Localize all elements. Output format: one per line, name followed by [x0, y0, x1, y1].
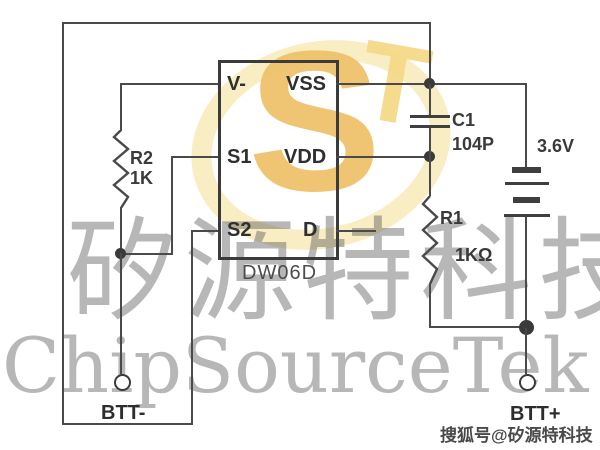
pin-label-vdd: VDD	[284, 146, 327, 168]
label-r2-value: 1K	[130, 168, 154, 188]
sohu-badge-watermark: 搜狐号@矽源特科技	[440, 426, 593, 445]
chip-name: DW06D	[242, 262, 318, 284]
terminal-circle-btt-minus	[114, 374, 131, 391]
wire-s2-riser	[191, 230, 193, 425]
label-btt-plus: BTT+	[510, 403, 561, 425]
wire-r1-top-lead	[429, 157, 431, 196]
pin-label-vss: VSS	[286, 73, 327, 95]
wire-r1-bottom-lead	[429, 284, 431, 328]
label-r2-ref: R2	[130, 148, 154, 168]
wire-s1-to-r2	[121, 253, 173, 255]
wire-s1	[171, 156, 218, 158]
wire-d-stub	[336, 230, 376, 232]
battery-plate-long-2	[504, 214, 550, 217]
wire-vminus	[121, 83, 218, 85]
wire-r1-to-battery	[429, 326, 526, 328]
pin-label-vminus: V-	[227, 73, 246, 95]
wire-s2-stub	[191, 230, 218, 232]
watermark-english: ChipSourceTek	[2, 321, 589, 410]
wire-r2-bottom-lead	[120, 207, 122, 255]
wire-left	[62, 22, 64, 425]
wire-battery-top-lead	[525, 83, 527, 168]
wire-battery-bottom-lead	[525, 217, 527, 328]
battery-plate-short-1	[512, 167, 541, 173]
capacitor-c1-plate-bottom	[410, 125, 450, 128]
terminal-circle-btt-plus	[519, 374, 536, 391]
chip-body	[218, 60, 339, 260]
pin-label-s2: S2	[227, 219, 252, 241]
wire-s1-drop	[171, 156, 173, 255]
wire-top	[62, 22, 431, 24]
label-battery-voltage: 3.6V	[537, 136, 575, 156]
wire-btt-minus	[120, 253, 122, 374]
pin-label-s1: S1	[227, 146, 252, 168]
wire-vdd	[336, 156, 431, 158]
wire-btt-plus	[525, 328, 527, 374]
battery-plate-long-1	[505, 182, 549, 185]
wire-top-drop	[429, 22, 431, 84]
label-c1-ref: C1	[452, 110, 476, 130]
wire-r2-top-lead	[120, 83, 122, 131]
label-r1-ref: R1	[440, 208, 464, 228]
wire-c1-bottom-lead	[429, 128, 431, 157]
wire-c1-top-lead	[429, 84, 431, 115]
resistor-r2-symbol	[112, 130, 130, 208]
label-btt-minus: BTT-	[101, 402, 146, 424]
capacitor-c1-plate-top	[410, 115, 450, 118]
resistor-r1-symbol	[421, 196, 439, 284]
label-c1-value: 104P	[452, 134, 495, 154]
battery-plate-short-2	[513, 197, 540, 203]
junction-dot-vss	[424, 78, 435, 89]
wire-bottom	[62, 423, 193, 425]
label-r1-value: 1KΩ	[455, 245, 493, 265]
pin-label-d: D	[303, 219, 318, 241]
junction-dot-btt-plus	[519, 320, 534, 335]
